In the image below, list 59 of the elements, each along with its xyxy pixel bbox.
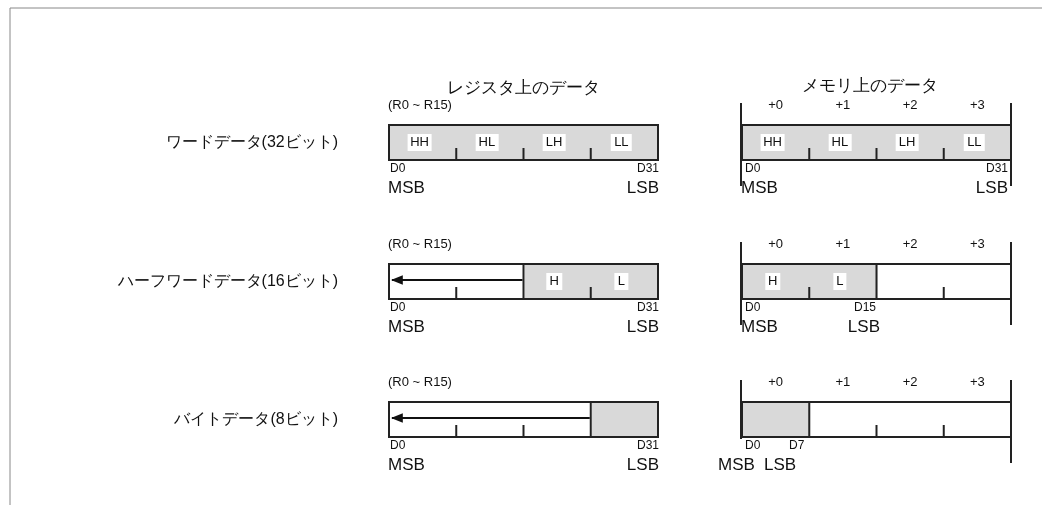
bit-label: D31: [986, 162, 1008, 176]
bit-label: D0: [745, 301, 761, 315]
bit-label: D0: [390, 301, 406, 315]
row-heading: ワードデータ(32ビット): [165, 133, 338, 152]
byte-label: LH: [895, 134, 919, 151]
address-offset-label: +0: [768, 98, 784, 113]
byte-label: LH: [542, 134, 566, 151]
byte-label: HL: [475, 134, 499, 151]
bit-label: D7: [789, 439, 805, 453]
column-heading: メモリ上のデータ: [802, 76, 938, 96]
bit-label: D31: [637, 162, 659, 176]
bit-order-label: MSB: [388, 455, 425, 475]
bit-label: D0: [390, 162, 406, 176]
address-offset-label: +3: [969, 375, 985, 390]
address-offset-label: +2: [902, 237, 918, 252]
bit-label: D31: [637, 439, 659, 453]
bit-order-label: LSB: [626, 455, 659, 475]
byte-label: HL: [828, 134, 852, 151]
address-offset-label: +1: [835, 98, 851, 113]
bit-order-label: MSB: [388, 178, 425, 198]
byte-label: LL: [964, 134, 985, 151]
address-offset-label: +2: [902, 98, 918, 113]
register-range-label: (R0 ~ R15): [388, 98, 452, 113]
address-offset-label: +3: [969, 98, 985, 113]
address-offset-label: +1: [835, 237, 851, 252]
byte-label: L: [833, 273, 847, 290]
byte-label: HH: [760, 134, 785, 151]
bit-label: D0: [745, 439, 761, 453]
byte-label: L: [614, 273, 628, 290]
bit-order-label: LSB: [764, 455, 797, 475]
column-heading: レジスタ上のデータ: [446, 78, 600, 98]
byte-label: H: [546, 273, 562, 290]
bit-label: D0: [390, 439, 406, 453]
address-offset-label: +2: [902, 375, 918, 390]
register-range-label: (R0 ~ R15): [388, 237, 452, 252]
byte-label: HH: [407, 134, 432, 151]
address-offset-label: +0: [768, 237, 784, 252]
bit-order-label: MSB: [718, 455, 755, 475]
register-range-label: (R0 ~ R15): [388, 375, 452, 390]
data-bar: [741, 263, 1012, 300]
data-bar: [388, 401, 659, 438]
address-offset-label: +0: [768, 375, 784, 390]
address-offset-label: +1: [835, 375, 851, 390]
bit-label: D0: [745, 162, 761, 176]
bit-order-label: MSB: [741, 178, 778, 198]
bit-order-label: MSB: [741, 317, 778, 337]
bit-order-label: LSB: [847, 317, 880, 337]
data-bar: [741, 401, 1012, 438]
row-heading: ハーフワードデータ(16ビット): [117, 272, 338, 291]
row-heading: バイトデータ(8ビット): [174, 410, 338, 429]
bit-order-label: LSB: [626, 178, 659, 198]
data-bar: [388, 263, 659, 300]
bit-label: D15: [854, 301, 876, 315]
address-offset-label: +3: [969, 237, 985, 252]
bit-order-label: MSB: [388, 317, 425, 337]
bit-label: D31: [637, 301, 659, 315]
bit-order-label: LSB: [975, 178, 1008, 198]
bit-order-label: LSB: [626, 317, 659, 337]
byte-label: LL: [611, 134, 632, 151]
